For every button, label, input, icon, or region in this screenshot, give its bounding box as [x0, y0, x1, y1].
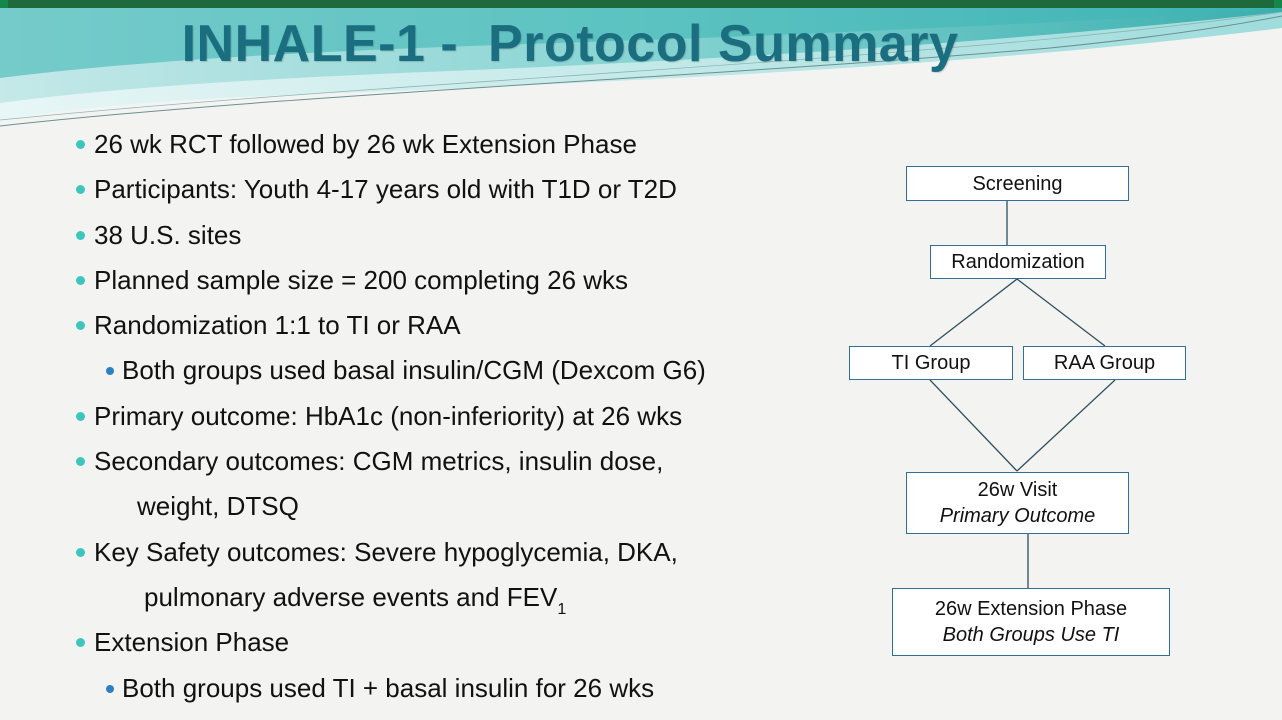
bullet-item: Key Safety outcomes: Severe hypoglycemia… — [72, 530, 706, 575]
bullet-text: Both groups used basal insulin/CGM (Dexc… — [122, 355, 706, 386]
bullet-dot-icon — [76, 185, 85, 195]
bullet-text: Secondary outcomes: CGM metrics, insulin… — [94, 446, 664, 477]
connector-raa-visit — [1016, 379, 1116, 472]
flow-box-label: TI Group — [891, 352, 971, 374]
flow-box-label: Randomization — [951, 251, 1085, 273]
flow-box-26w-visit: 26w Visit Primary Outcome — [906, 472, 1129, 534]
bullet-text: pulmonary adverse events and FEV — [144, 581, 558, 612]
bullet-text: Both groups used TI + basal insulin for … — [122, 672, 655, 703]
bullet-text: Primary outcome: HbA1c (non-inferiority)… — [94, 400, 683, 431]
bullet-item: 38 U.S. sites — [72, 213, 706, 258]
bullet-dot-icon — [76, 140, 85, 149]
bullet-dot-icon — [76, 230, 85, 240]
bullet-item: Secondary outcomes: CGM metrics, insulin… — [72, 439, 706, 484]
bullet-dot-icon — [76, 457, 85, 467]
flow-box-sublabel: Both Groups Use TI — [942, 624, 1120, 646]
connector-randomization-raa — [1016, 278, 1106, 347]
bullet-list: 26 wk RCT followed by 26 wk Extension Ph… — [72, 122, 706, 711]
bullet-text: Randomization 1:1 to TI or RAA — [94, 310, 461, 341]
bullet-item: Planned sample size = 200 completing 26 … — [72, 258, 706, 303]
bullet-dot-icon — [76, 411, 85, 421]
bullet-item: 26 wk RCT followed by 26 wk Extension Ph… — [72, 122, 706, 167]
flow-box-screening: Screening — [906, 166, 1129, 201]
flow-box-raa-group: RAA Group — [1023, 346, 1186, 380]
bullet-continuation: pulmonary adverse events and FEV1 — [72, 575, 706, 620]
sub-bullet-item: Both groups used basal insulin/CGM (Dexc… — [72, 348, 706, 393]
sub-bullet-dot-icon — [106, 367, 114, 376]
bullet-text: 26 wk RCT followed by 26 wk Extension Ph… — [94, 129, 637, 159]
bullet-item: Participants: Youth 4-17 years old with … — [72, 167, 706, 212]
slide-title: INHALE-1 - Protocol Summary — [181, 15, 959, 73]
flow-box-label: RAA Group — [1053, 352, 1156, 374]
sub-bullet-item: Both groups used TI + basal insulin for … — [72, 666, 706, 711]
flow-box-label: Screening — [972, 172, 1063, 195]
bullet-dot-icon — [76, 275, 85, 285]
bullet-text: Planned sample size = 200 completing 26 … — [94, 264, 629, 295]
flow-box-sublabel: Primary Outcome — [939, 505, 1096, 527]
bullet-dot-icon — [76, 321, 85, 331]
flow-box-extension: 26w Extension Phase Both Groups Use TI — [892, 588, 1170, 656]
bullet-text: Extension Phase — [94, 627, 290, 658]
bullet-dot-icon — [76, 638, 85, 648]
bullet-text: 38 U.S. sites — [94, 219, 242, 250]
bullet-text: Participants: Youth 4-17 years old with … — [94, 174, 677, 205]
connector-ti-visit — [929, 379, 1018, 472]
bullet-text: Key Safety outcomes: Severe hypoglycemia… — [94, 536, 678, 567]
header-wave-art — [0, 8, 1282, 127]
flow-box-ti-group: TI Group — [849, 346, 1013, 380]
bullet-dot-icon — [76, 547, 85, 557]
sub-bullet-dot-icon — [106, 684, 114, 693]
flow-box-label: 26w Visit — [977, 479, 1058, 501]
bullet-text: weight, DTSQ — [137, 491, 299, 522]
flow-box-label: 26w Extension Phase — [934, 598, 1128, 620]
flow-box-randomization: Randomization — [930, 245, 1106, 279]
bullet-item: Primary outcome: HbA1c (non-inferiority)… — [72, 394, 706, 439]
bullet-item: Randomization 1:1 to TI or RAA — [72, 303, 706, 348]
connector-randomization-ti — [929, 278, 1018, 347]
bullet-continuation: weight, DTSQ — [72, 484, 706, 529]
subscript: 1 — [557, 600, 567, 618]
slide: INHALE-1 - Protocol Summary 26 wk RCT fo… — [0, 8, 1282, 720]
bullet-item: Extension Phase — [72, 620, 706, 665]
